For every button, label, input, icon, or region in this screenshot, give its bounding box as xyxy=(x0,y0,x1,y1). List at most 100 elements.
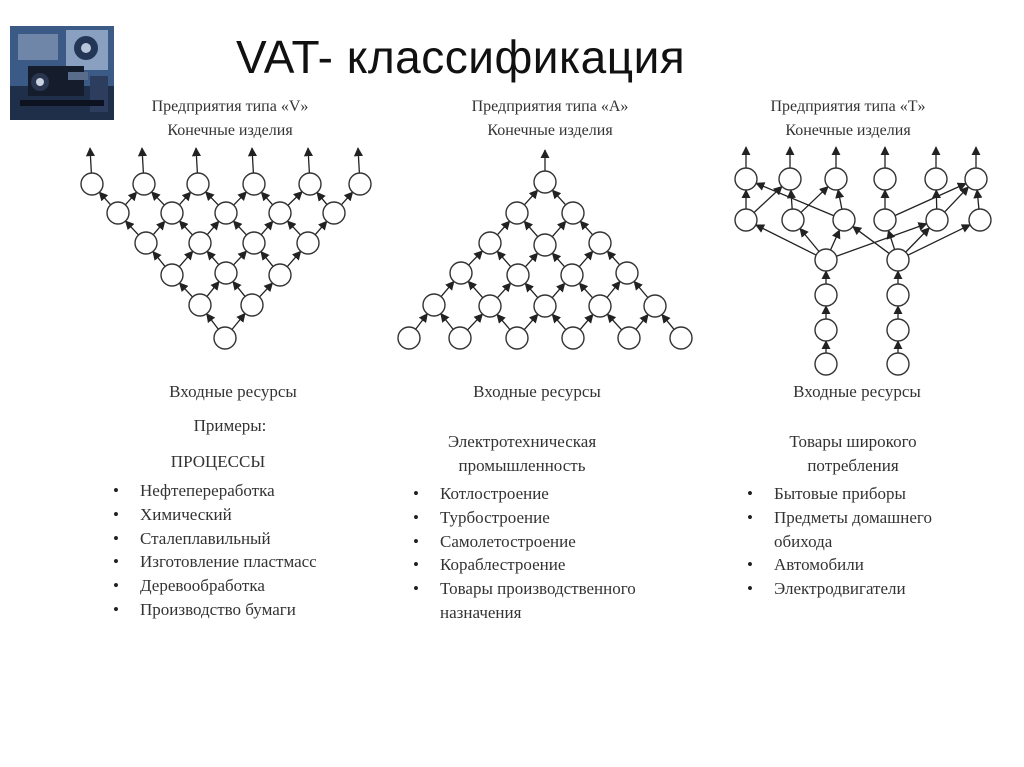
network-node xyxy=(965,168,987,190)
list-item: Турбостроение xyxy=(410,506,636,530)
network-node xyxy=(815,353,837,375)
flow-arrow xyxy=(497,251,511,266)
list-item: Самолетостроение xyxy=(410,530,636,554)
flow-arrow xyxy=(234,192,247,205)
network-node xyxy=(398,327,420,349)
flow-arrow xyxy=(153,221,165,234)
flow-arrow xyxy=(552,190,565,205)
flow-arrow xyxy=(315,221,327,234)
flow-arrow xyxy=(232,314,245,330)
flow-arrow xyxy=(90,148,91,173)
a-type-group-title: Электротехническая промышленность xyxy=(392,430,652,478)
t-type-group-line2: потребления xyxy=(723,454,983,478)
network-node xyxy=(449,327,471,349)
flow-arrow xyxy=(607,282,620,298)
flow-arrow xyxy=(153,252,165,267)
network-node xyxy=(925,168,947,190)
network-node xyxy=(833,209,855,231)
network-node xyxy=(815,249,837,271)
flow-arrow xyxy=(754,186,782,212)
flow-arrow xyxy=(525,283,538,297)
network-node xyxy=(926,209,948,231)
network-node xyxy=(423,294,445,316)
network-node xyxy=(561,264,583,286)
flow-arrow xyxy=(196,148,197,173)
flow-arrow xyxy=(607,251,619,265)
network-node xyxy=(874,168,896,190)
network-node xyxy=(887,353,909,375)
v-type-examples-list: Нефтепереработка Химический Сталеплавиль… xyxy=(110,479,317,622)
flow-arrow xyxy=(801,187,828,213)
network-node xyxy=(506,202,528,224)
t-type-group-line1: Товары широкого xyxy=(723,430,983,454)
flow-arrow xyxy=(552,253,564,267)
flow-arrow xyxy=(261,252,273,267)
flow-arrow xyxy=(634,281,648,297)
flow-arrow xyxy=(497,283,510,298)
examples-label: Примеры: xyxy=(100,414,360,438)
list-item: Кораблестроение xyxy=(410,553,636,577)
network-node xyxy=(215,262,237,284)
network-node xyxy=(815,284,837,306)
flow-arrow xyxy=(607,314,621,330)
flow-arrow xyxy=(524,314,538,329)
flow-arrow xyxy=(580,221,592,235)
network-node xyxy=(189,294,211,316)
list-item: Товары производственного xyxy=(410,577,636,601)
flow-arrow xyxy=(99,192,110,205)
network-node xyxy=(299,173,321,195)
t-type-header: Предприятия типа «T» Конечные изделия xyxy=(718,95,978,143)
network-node xyxy=(562,202,584,224)
flow-arrow xyxy=(288,192,302,206)
list-item: Нефтепереработка xyxy=(110,479,317,503)
network-node xyxy=(507,264,529,286)
flow-arrow xyxy=(358,148,359,173)
network-node xyxy=(479,295,501,317)
a-type-examples-list: Котлостроение Турбостроение Самолетостро… xyxy=(410,482,636,625)
flow-arrow xyxy=(207,251,219,264)
flow-arrow xyxy=(152,192,165,205)
flow-arrow xyxy=(552,283,565,297)
flow-arrow xyxy=(524,190,537,205)
flow-arrow xyxy=(252,148,253,173)
network-node xyxy=(534,295,556,317)
list-item: Сталеплавильный xyxy=(110,527,317,551)
network-node xyxy=(887,249,909,271)
flow-arrow xyxy=(579,283,592,298)
network-node xyxy=(269,202,291,224)
t-type-title: Предприятия типа «T» xyxy=(718,95,978,119)
network-node xyxy=(589,295,611,317)
flow-arrow xyxy=(580,314,593,329)
list-item: Изготовление пластмасс xyxy=(110,550,317,574)
flow-arrow xyxy=(552,314,566,329)
flow-arrow xyxy=(261,221,273,234)
network-node xyxy=(243,232,265,254)
network-node xyxy=(479,232,501,254)
flow-arrow xyxy=(525,253,537,267)
list-item: Автомобили xyxy=(744,553,932,577)
flow-arrow xyxy=(260,283,273,297)
flow-arrow xyxy=(180,283,193,297)
v-type-header: Предприятия типа «V» Конечные изделия xyxy=(100,95,360,143)
network-node xyxy=(215,202,237,224)
network-node xyxy=(825,168,847,190)
list-item: Бытовые приборы xyxy=(744,482,932,506)
a-type-group-line1: Электротехническая xyxy=(392,430,652,454)
network-node xyxy=(534,171,556,193)
flow-arrow xyxy=(317,192,327,204)
flow-arrow xyxy=(142,148,143,173)
flow-arrow xyxy=(469,251,483,265)
flow-arrow xyxy=(179,251,193,266)
flow-arrow xyxy=(234,221,247,235)
network-node xyxy=(670,327,692,349)
flow-arrow xyxy=(207,314,219,329)
network-node xyxy=(133,173,155,195)
network-node xyxy=(161,264,183,286)
flow-arrow xyxy=(441,314,453,330)
flow-arrow xyxy=(207,282,219,297)
network-node xyxy=(269,264,291,286)
flow-arrow xyxy=(888,230,894,249)
flow-arrow xyxy=(441,281,454,296)
network-node xyxy=(107,202,129,224)
flow-arrow xyxy=(756,225,816,255)
